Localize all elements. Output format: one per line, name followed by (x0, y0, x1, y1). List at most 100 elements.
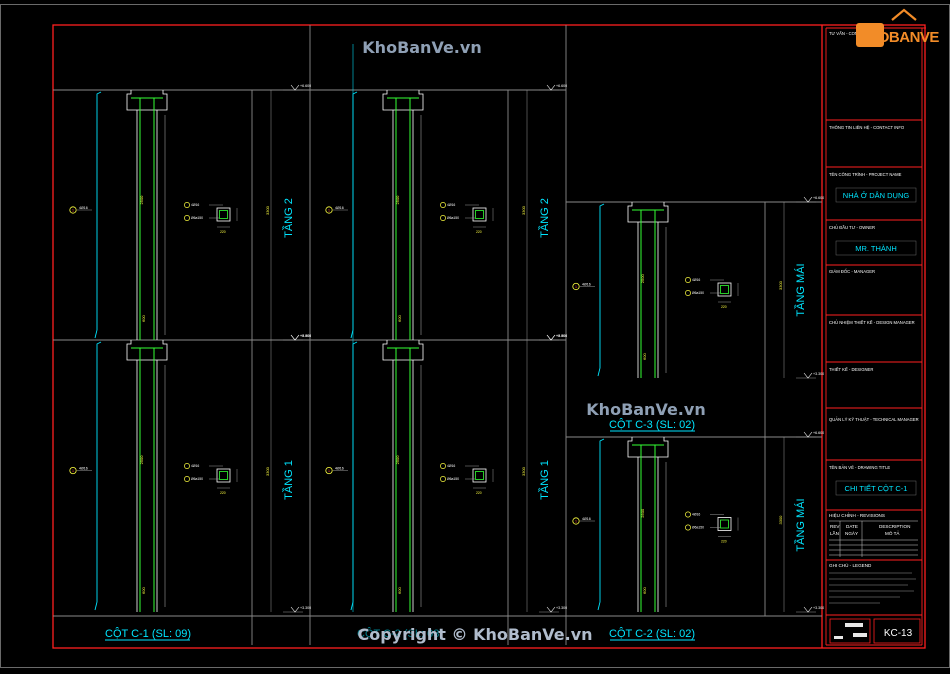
dim-text: 600 (642, 353, 647, 360)
rev-header-date: DATE (846, 524, 858, 529)
dim-text: 2500 (139, 455, 144, 465)
rev-header-date-vn: NGÀY (845, 530, 858, 536)
cross-section (717, 282, 732, 297)
level-text: +6.600 (556, 84, 567, 88)
dim-text: 3300 (778, 515, 783, 525)
section-title-c2: CỘT C-2 (SL: 02) (609, 627, 695, 640)
dim-text: 2500 (395, 455, 400, 465)
bar-spec: Ø6a150 (191, 477, 203, 481)
sheet-frame (52, 24, 926, 649)
bar-marker (184, 476, 190, 482)
title-block-value-box (835, 480, 917, 496)
bar-marker (440, 463, 446, 469)
level-mark (546, 606, 556, 613)
dim-text: 600 (397, 315, 402, 322)
bar-spec: Ø6a150 (447, 477, 459, 481)
level-text: +6.600 (813, 431, 824, 435)
title-block-field-value: CHI TIẾT CỘT C-1 (845, 483, 908, 493)
bar-spec: 4Ø16 (692, 513, 700, 517)
level-text: +3.300 (556, 334, 567, 338)
watermark-copyright: Copyright © KhoBanVe.vn (357, 625, 592, 644)
title-block-field-value: NHÀ Ở DÂN DỤNG (843, 191, 910, 200)
title-block-field-label: TƯ VẤN - CONSULTANT (829, 31, 877, 36)
dim-text: 220 (220, 230, 226, 234)
longitudinal-bar (350, 341, 358, 611)
logo-text: KHOBANVE (857, 29, 939, 46)
bar-marker (440, 215, 446, 221)
title-block-field-label: THÔNG TIN LIÊN HỆ - CONTACT INFO (829, 125, 905, 130)
bar-marker (685, 511, 691, 518)
level-text: +6.600 (556, 334, 567, 338)
longitudinal-bar (597, 438, 605, 611)
bar-spec: 4Ø16 (447, 464, 455, 468)
watermark-top: KhoBanVe.vn (362, 38, 481, 57)
bar-marker (685, 290, 691, 296)
bar-spec: 4Ø16 (335, 467, 344, 471)
bar-marker (69, 466, 77, 475)
level-mark (546, 84, 556, 91)
level-text: +3.300 (300, 334, 311, 338)
title-block-field-label: CHỦ ĐẦU TƯ - OWNER (829, 225, 875, 230)
level-mark (803, 372, 813, 379)
level-mark (803, 431, 813, 438)
bar-marker (325, 206, 333, 214)
level-mark (290, 334, 300, 341)
bar-marker (325, 466, 333, 475)
floor-label-c2mid-upper: TẦNG 2 (538, 198, 551, 238)
cross-section (216, 207, 231, 222)
level-mark (290, 606, 300, 613)
watermark-middle: KhoBanVe.vn (586, 400, 705, 419)
cross-section (472, 207, 487, 222)
rev-header-desc: DESCRIPTION (879, 524, 910, 529)
bar-marker-number: 1 (575, 519, 578, 524)
bar-marker (572, 282, 580, 291)
rev-header-rev: REV (830, 524, 840, 529)
bar-spec: 4Ø16 (79, 206, 88, 210)
dim-text: 3300 (521, 466, 526, 476)
bar-spec: 4Ø16 (191, 203, 199, 207)
stirrup (720, 519, 729, 529)
viewport-border (0, 4, 950, 668)
longitudinal-bar (350, 91, 358, 339)
bar-spec: 4Ø16 (447, 203, 455, 207)
column-cap (126, 340, 168, 361)
stirrup (475, 210, 484, 219)
title-block-field-label: TÊN BẢN VẼ - DRAWING TITLE (829, 465, 890, 470)
title-block-field-label: CHỦ NHIỆM THIẾT KẾ - DESIGN MANAGER (829, 320, 915, 325)
level-mark (546, 334, 556, 341)
dim-text: 600 (141, 315, 146, 322)
level-text: +3.300 (300, 606, 311, 610)
bar-spec: Ø6a150 (191, 216, 203, 220)
floor-label-c2mid-lower: TẦNG 1 (538, 460, 551, 500)
column-cap (382, 340, 424, 361)
bar-marker (440, 476, 446, 482)
notes-label: GHI CHÚ - LEGEND (829, 562, 872, 568)
dim-text: 2500 (640, 274, 645, 284)
revision-label: HIỆU CHỈNH - REVISIONS (829, 511, 885, 518)
level-text: +6.600 (300, 84, 311, 88)
bar-marker (685, 524, 691, 531)
stirrup (475, 471, 484, 480)
bar-spec: 4Ø16 (692, 278, 700, 282)
level-text: +6.600 (300, 334, 311, 338)
panel-grid (53, 25, 822, 645)
bar-marker-number: 1 (72, 468, 75, 473)
dim-text: 3300 (265, 205, 270, 215)
level-text: +3.300 (813, 606, 824, 610)
bar-spec: 4Ø16 (79, 467, 88, 471)
bar-marker (184, 215, 190, 221)
bar-marker-number: 1 (72, 208, 75, 213)
column-cap (627, 437, 669, 458)
cross-section (472, 468, 487, 483)
section-title-c1: CỘT C-1 (SL: 09) (105, 627, 191, 640)
bar-marker (572, 517, 580, 525)
dim-text: 220 (721, 540, 727, 544)
bar-spec: Ø6a150 (447, 216, 459, 220)
sheet-number: KC-13 (884, 628, 913, 639)
dim-text: 2500 (139, 195, 144, 205)
